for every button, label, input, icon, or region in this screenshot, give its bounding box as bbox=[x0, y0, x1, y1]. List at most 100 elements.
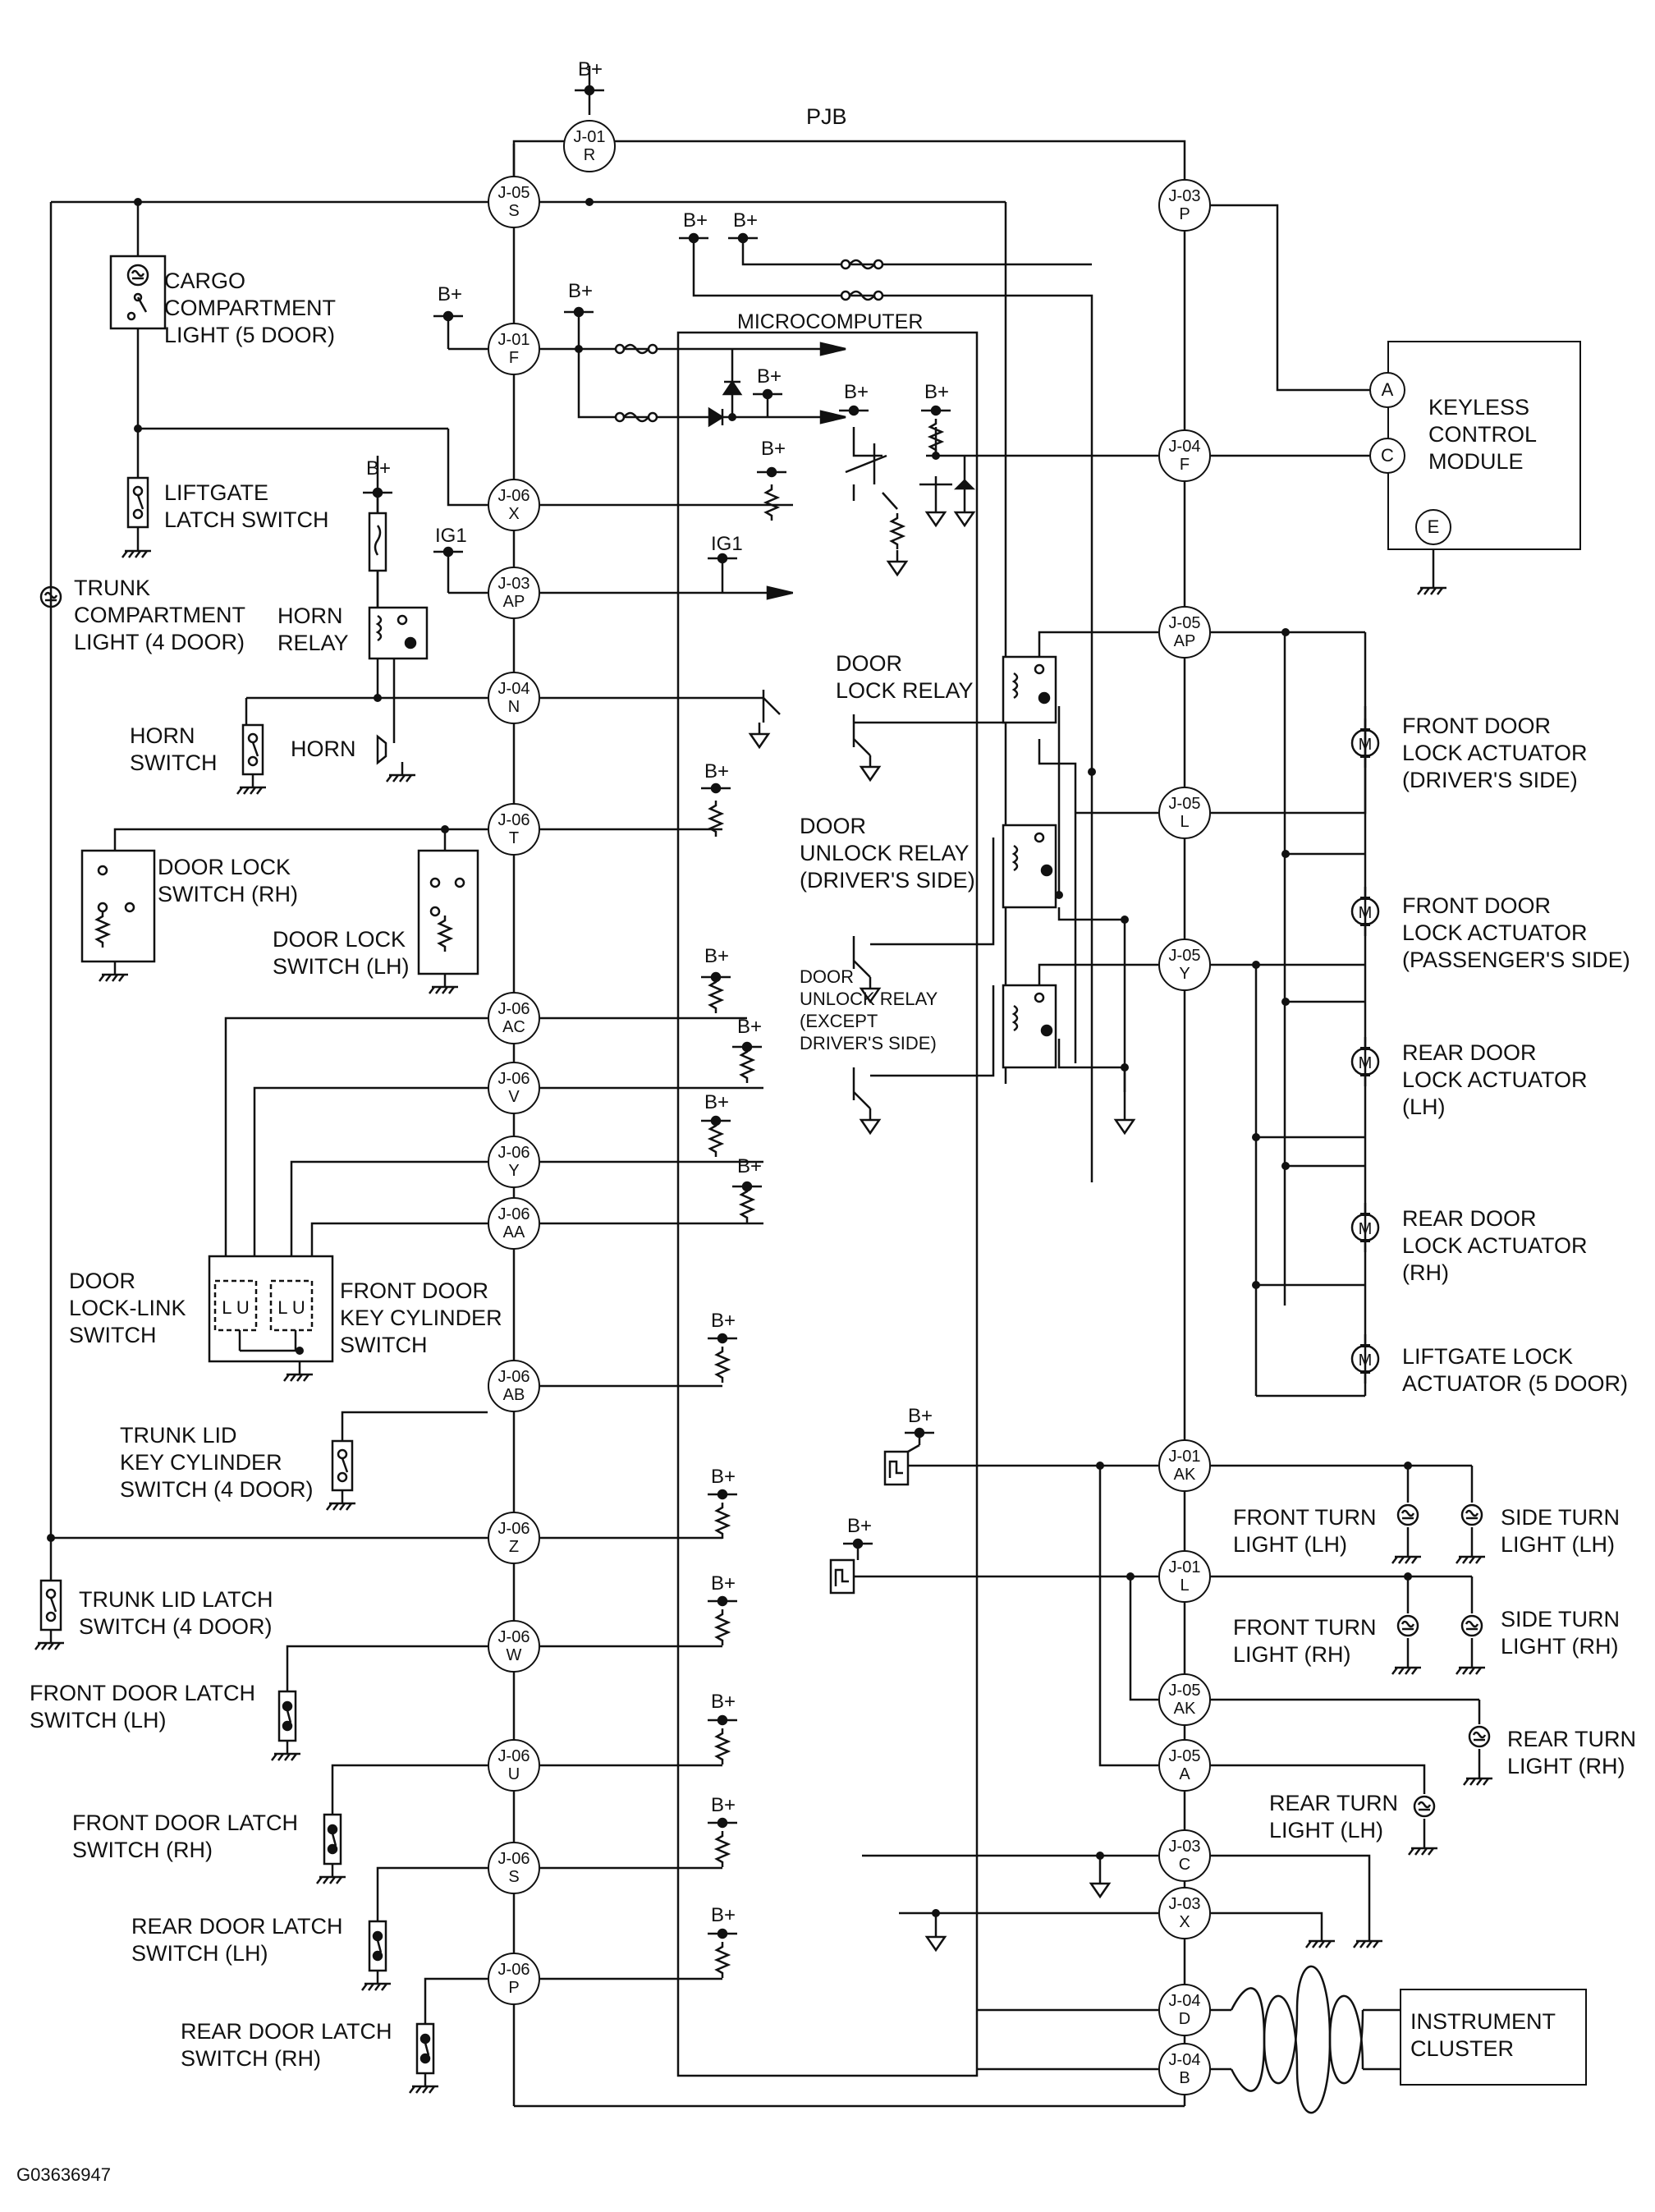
svg-text:M: M bbox=[1359, 1054, 1373, 1072]
svg-text:L U: L U bbox=[222, 1297, 249, 1318]
keyless-pin-c: C bbox=[1369, 438, 1405, 474]
door-lock-switch-rh-label: DOOR LOCK SWITCH (RH) bbox=[158, 855, 298, 906]
instrument-cluster-box bbox=[1400, 1989, 1587, 2086]
bplus-label: B+ bbox=[578, 58, 603, 80]
door-lock-relay-label: DOOR LOCK RELAY bbox=[836, 651, 974, 703]
horn-switch-label: HORN SWITCH bbox=[130, 723, 218, 775]
front-turn-light-lh-label: FRONT TURN LIGHT (LH) bbox=[1233, 1505, 1377, 1557]
keyless-control-module-label: KEYLESS CONTROL MODULE bbox=[1428, 395, 1538, 474]
bplus-label: B+ bbox=[733, 209, 759, 232]
actuator-rear-lh-label: REAR DOOR LOCK ACTUATOR (LH) bbox=[1402, 1040, 1588, 1119]
bplus-label: B+ bbox=[757, 365, 782, 388]
bplus-label: B+ bbox=[568, 280, 594, 302]
microcomputer-label: MICROCOMPUTER bbox=[737, 310, 924, 333]
bplus-label: B+ bbox=[711, 1794, 736, 1816]
actuator-liftgate-label: LIFTGATE LOCK ACTUATOR (5 DOOR) bbox=[1402, 1344, 1629, 1396]
bplus-label: B+ bbox=[924, 381, 950, 403]
bplus-label: B+ bbox=[737, 1016, 763, 1038]
door-unlock-relay-except-label: DOOR UNLOCK RELAY (EXCEPT DRIVER'S SIDE) bbox=[800, 966, 938, 1053]
svg-text:M: M bbox=[1359, 904, 1373, 922]
bplus-label: B+ bbox=[761, 438, 786, 460]
side-turn-light-rh-label: SIDE TURN LIGHT (RH) bbox=[1501, 1607, 1621, 1659]
bplus-label: B+ bbox=[683, 209, 708, 232]
horn-relay-label: HORN RELAY bbox=[277, 603, 349, 655]
actuator-rear-rh-label: REAR DOOR LOCK ACTUATOR (RH) bbox=[1402, 1206, 1588, 1285]
keyless-pin-e: E bbox=[1415, 509, 1451, 545]
bplus-label: B+ bbox=[711, 1904, 736, 1926]
bplus-label: B+ bbox=[711, 1572, 736, 1595]
bplus-label: B+ bbox=[704, 945, 730, 967]
bplus-label: B+ bbox=[366, 457, 392, 480]
rear-latch-lh-label: REAR DOOR LATCH SWITCH (LH) bbox=[131, 1914, 343, 1966]
svg-text:M: M bbox=[1359, 1220, 1373, 1238]
door-lock-link-label: DOOR LOCK-LINK SWITCH bbox=[69, 1269, 186, 1347]
bplus-label: B+ bbox=[711, 1310, 736, 1332]
actuator-front-driver-label: FRONT DOOR LOCK ACTUATOR (DRIVER'S SIDE) bbox=[1402, 714, 1588, 792]
svg-text:L U: L U bbox=[277, 1297, 305, 1318]
svg-text:M: M bbox=[1359, 1352, 1373, 1370]
front-latch-lh-label: FRONT DOOR LATCH SWITCH (LH) bbox=[30, 1681, 256, 1732]
keyless-pin-a: A bbox=[1369, 372, 1405, 408]
front-latch-rh-label: FRONT DOOR LATCH SWITCH (RH) bbox=[72, 1810, 299, 1862]
rear-latch-rh-label: REAR DOOR LATCH SWITCH (RH) bbox=[181, 2019, 392, 2071]
bplus-label: B+ bbox=[908, 1405, 933, 1427]
bplus-label: B+ bbox=[844, 381, 869, 403]
cargo-light-label: CARGO COMPARTMENT LIGHT (5 DOOR) bbox=[164, 268, 336, 347]
front-turn-light-rh-label: FRONT TURN LIGHT (RH) bbox=[1233, 1615, 1377, 1667]
bplus-label: B+ bbox=[438, 283, 463, 305]
pjb-label: PJB bbox=[806, 104, 847, 129]
side-turn-light-lh-label: SIDE TURN LIGHT (LH) bbox=[1501, 1505, 1621, 1557]
door-lock-switch-lh-label: DOOR LOCK SWITCH (LH) bbox=[273, 927, 410, 979]
bplus-label: B+ bbox=[704, 760, 730, 782]
horn-label: HORN bbox=[291, 737, 356, 761]
instrument-cluster-label: INSTRUMENT CLUSTER bbox=[1410, 2009, 1556, 2061]
bplus-label: B+ bbox=[737, 1155, 763, 1177]
bplus-label: B+ bbox=[711, 1466, 736, 1488]
trunk-light-label: TRUNK COMPARTMENT LIGHT (4 DOOR) bbox=[74, 576, 245, 654]
bplus-label: B+ bbox=[711, 1691, 736, 1713]
liftgate-latch-label: LIFTGATE LATCH SWITCH bbox=[164, 480, 329, 532]
figure-id: G03636947 bbox=[16, 2164, 111, 2185]
actuator-front-passenger-label: FRONT DOOR LOCK ACTUATOR (PASSENGER'S SI… bbox=[1402, 893, 1630, 972]
svg-text:M: M bbox=[1359, 736, 1373, 754]
ig1-label: IG1 bbox=[435, 525, 467, 547]
bplus-label: B+ bbox=[847, 1515, 873, 1537]
door-unlock-relay-driver-label: DOOR UNLOCK RELAY (DRIVER'S SIDE) bbox=[800, 814, 975, 893]
rear-turn-light-lh-label: REAR TURN LIGHT (LH) bbox=[1269, 1791, 1399, 1843]
bplus-label: B+ bbox=[704, 1091, 730, 1113]
trunk-key-cylinder-label: TRUNK LID KEY CYLINDER SWITCH (4 DOOR) bbox=[120, 1423, 314, 1502]
front-key-cylinder-label: FRONT DOOR KEY CYLINDER SWITCH bbox=[340, 1278, 502, 1357]
rear-turn-light-rh-label: REAR TURN LIGHT (RH) bbox=[1507, 1727, 1637, 1778]
trunk-latch-label: TRUNK LID LATCH SWITCH (4 DOOR) bbox=[79, 1587, 273, 1639]
